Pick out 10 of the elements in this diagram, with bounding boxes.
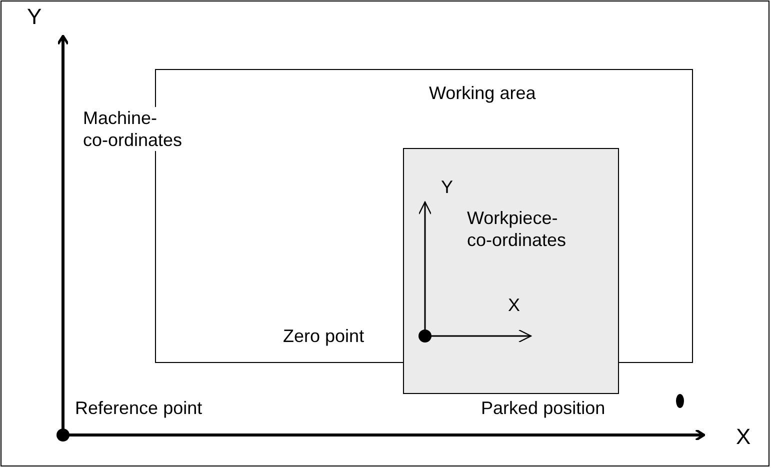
axis-label: X <box>736 426 751 448</box>
point-label: Parked position <box>481 397 606 419</box>
workpiece-box <box>403 148 619 394</box>
axis-label: X <box>508 294 520 316</box>
axis-label: Y <box>441 176 454 198</box>
point-label: Zero point <box>283 325 364 347</box>
point-label: Reference point <box>75 397 202 419</box>
axis-label: Y <box>27 6 42 28</box>
area-label: Working area <box>429 82 536 104</box>
area-label: Workpiece- co-ordinates <box>467 207 568 251</box>
